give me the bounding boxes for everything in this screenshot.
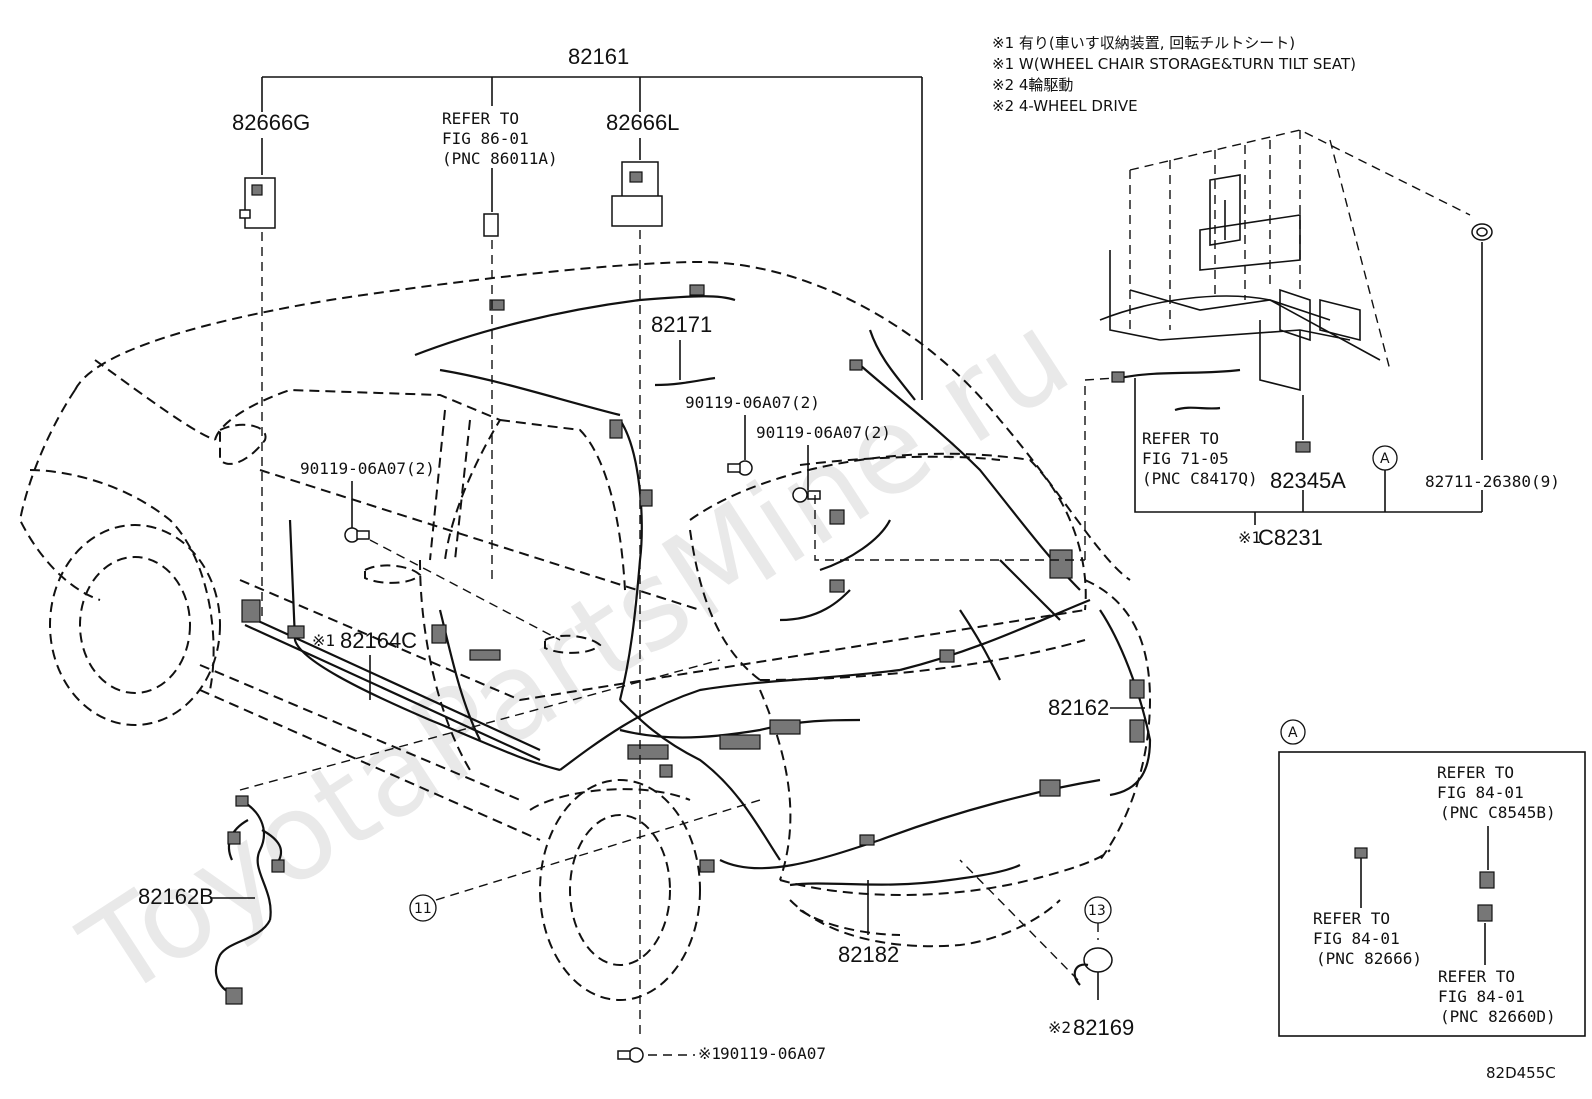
part-82345a-icon (1295, 441, 1311, 453)
dash-bolt-c (369, 539, 561, 641)
part-86011a-icon (483, 213, 499, 237)
bracket-82161 (261, 76, 923, 400)
bracket-c8231 (1134, 378, 1483, 525)
label-bolt-c: 90119-06A07(2) (300, 459, 435, 478)
label-82169-mark: ※2 (1048, 1018, 1071, 1037)
body-connectors (241, 284, 1145, 873)
inset-ref3-line3: (PNC 82660D) (1440, 1007, 1556, 1026)
refer-71-line1: REFER TO (1142, 429, 1219, 448)
refer-86-line2: FIG 86-01 (442, 129, 529, 148)
inset-ref1-line1: REFER TO (1437, 763, 1514, 782)
label-bolt-b: 90119-06A07(2) (756, 423, 891, 442)
clip-82711-icon (1471, 223, 1493, 241)
circle-13-label: 13 (1088, 903, 1106, 919)
part-82666-icon (1354, 847, 1368, 859)
part-82666l-icon (611, 161, 663, 227)
label-bolt-bottom: 90119-06A07 (720, 1044, 826, 1063)
part-82660d-icon (1477, 904, 1493, 922)
inset-ref2-line1: REFER TO (1313, 909, 1390, 928)
label-82171: 82171 (651, 312, 712, 337)
refer-71-line2: FIG 71-05 (1142, 449, 1229, 468)
note-line-1: ※1 有り(車いす収納装置, 回転チルトシート) (992, 34, 1295, 52)
dash-82162b (239, 659, 721, 791)
refer-86-line3: (PNC 86011A) (442, 149, 558, 168)
note-line-2: ※1 W(WHEEL CHAIR STORAGE&TURN TILT SEAT) (992, 55, 1356, 73)
label-82711: 82711-26380(9) (1425, 472, 1560, 491)
label-bolt-a: 90119-06A07(2) (685, 393, 820, 412)
label-82164c-mark: ※1 (312, 631, 335, 650)
refer-86-line1: REFER TO (442, 109, 519, 128)
inset-ref2-line3: (PNC 82666) (1316, 949, 1422, 968)
label-82345a: 82345A (1270, 468, 1346, 493)
seat-assembly-illustration (1084, 129, 1471, 560)
inset-ref3-line2: FIG 84-01 (1438, 987, 1525, 1006)
inset-ref1-line3: (PNC C8545B) (1440, 803, 1556, 822)
part-82666g-icon (239, 177, 276, 229)
part-82162b-harness (214, 795, 285, 1005)
part-82169-icon (1073, 947, 1113, 986)
refer-71-line3: (PNC C8417Q) (1142, 469, 1258, 488)
bolt-a-icon (727, 460, 753, 476)
bolt-bottom-icon (617, 1047, 644, 1063)
bolt-b-icon (792, 487, 821, 503)
note-line-3: ※2 4輪駆動 (992, 76, 1073, 94)
inset-a-label: A (1288, 725, 1298, 741)
label-82162: 82162 (1048, 695, 1109, 720)
circle-11-label: 11 (414, 901, 432, 917)
dash-bolt-b (814, 495, 1085, 561)
label-c8231: C8231 (1258, 525, 1323, 550)
dash-circle-11 (435, 799, 761, 901)
circle-11-marker (409, 894, 437, 922)
label-82666l: 82666L (606, 110, 679, 135)
bolt-c-icon (344, 527, 370, 543)
label-82161: 82161 (568, 44, 629, 69)
part-c8545b-icon (1479, 871, 1495, 889)
note-line-4: ※2 4-WHEEL DRIVE (992, 97, 1138, 115)
car-body-outline (18, 260, 1152, 1001)
label-c8231-mark: ※1 (1238, 528, 1261, 547)
label-82162b: 82162B (138, 884, 214, 909)
dash-82169 (959, 859, 1079, 981)
circle-a-label: A (1380, 451, 1390, 467)
part-c8417q-wire (1174, 406, 1221, 412)
inset-ref3-line1: REFER TO (1438, 967, 1515, 986)
inset-ref1-line2: FIG 84-01 (1437, 783, 1524, 802)
diagram-code: 82D455C (1486, 1064, 1556, 1082)
label-82169: 82169 (1073, 1015, 1134, 1040)
inset-a-panel (1278, 719, 1586, 1037)
label-82182: 82182 (838, 942, 899, 967)
label-82164c: 82164C (340, 628, 417, 653)
label-82666g: 82666G (232, 110, 310, 135)
inset-ref2-line2: FIG 84-01 (1313, 929, 1400, 948)
label-bolt-bottom-mark: ※1 (698, 1044, 721, 1063)
